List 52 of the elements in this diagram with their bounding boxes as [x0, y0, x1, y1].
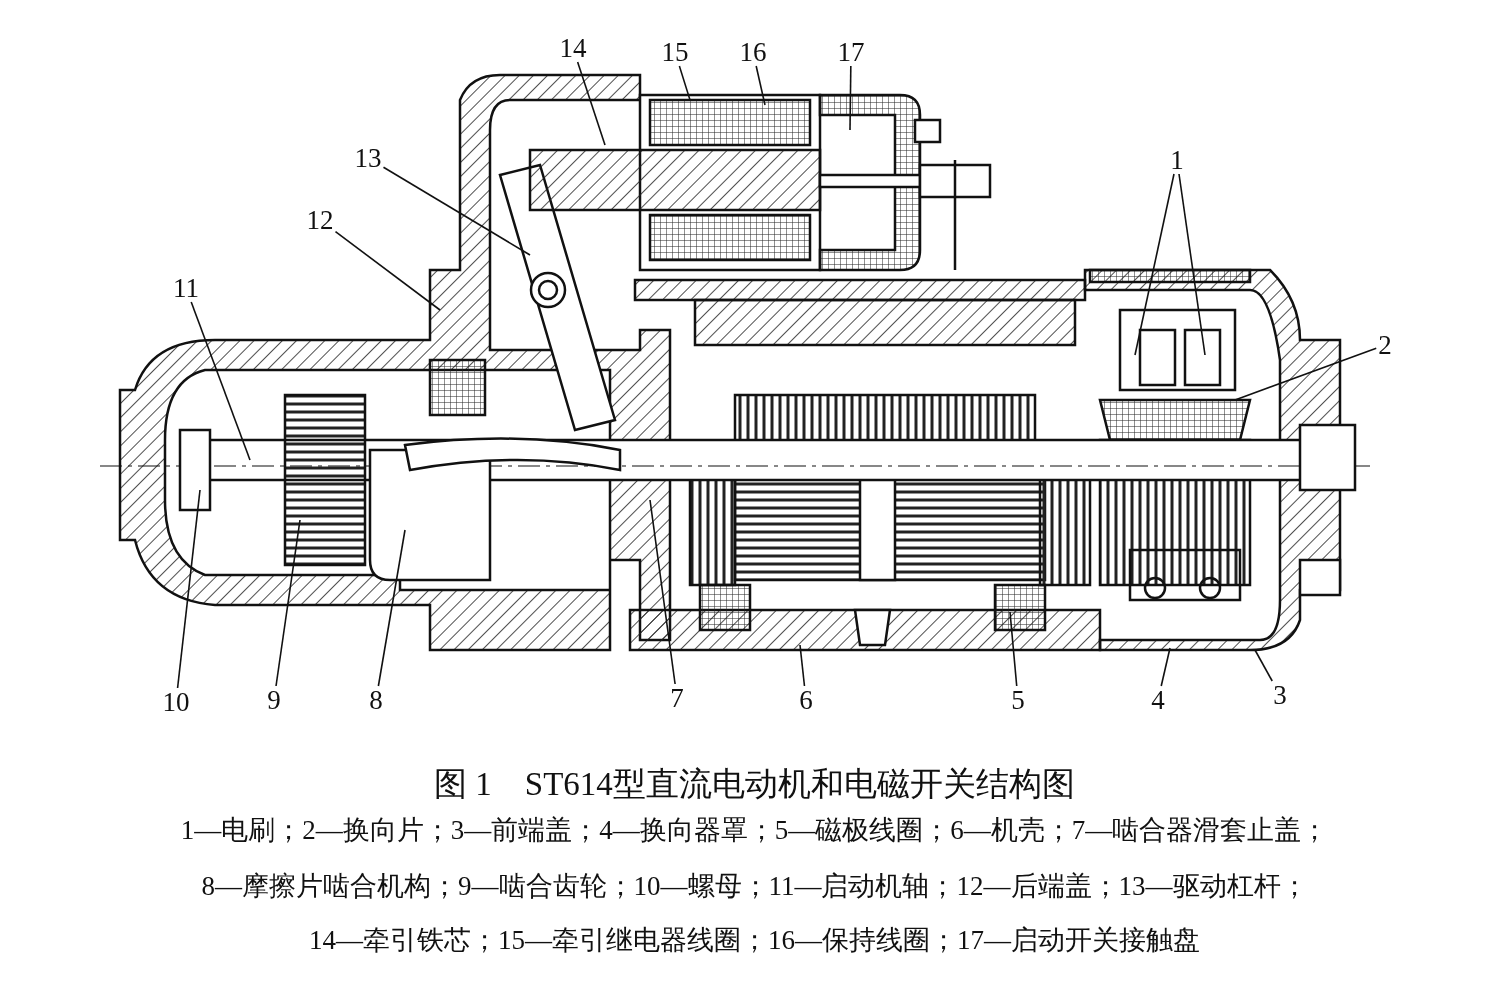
- callout-number: 7: [668, 684, 686, 712]
- part-key-text: 9—啮合齿轮；: [458, 871, 634, 901]
- part-key-text: 2—换向片；: [302, 815, 451, 845]
- leader-line: [190, 301, 251, 461]
- part-key-text: 6—机壳；: [950, 815, 1072, 845]
- part-key-text: 1—电刷；: [180, 815, 303, 845]
- part-key-text: 17—启动开关接触盘: [957, 925, 1200, 955]
- leader-line: [1178, 173, 1206, 356]
- callout-number: 12: [304, 206, 336, 234]
- leader-line: [1234, 347, 1378, 401]
- leader-line: [1254, 649, 1273, 682]
- leader-line: [176, 489, 201, 689]
- callout-number: 15: [659, 38, 691, 66]
- leader-line: [849, 65, 852, 131]
- part-key-text: 3—前端盖；: [450, 815, 600, 845]
- part-key-text: 11—启动机轴；: [768, 871, 957, 901]
- callout-number: 3: [1271, 681, 1289, 709]
- leader-line: [334, 230, 441, 311]
- leader-line: [382, 166, 531, 256]
- callout-number: 16: [737, 38, 769, 66]
- callout-number: 14: [557, 34, 589, 62]
- callout-number: 6: [797, 686, 815, 714]
- callout-number: 17: [835, 38, 867, 66]
- leader-line: [1134, 173, 1175, 356]
- callout-number: 13: [352, 144, 384, 172]
- part-key-text: 7—啮合器滑套止盖；: [1071, 815, 1329, 845]
- part-key-text: 4—换向器罩；: [599, 815, 775, 845]
- leader-line: [649, 499, 676, 685]
- part-key-text: 5—磁极线圈；: [774, 815, 951, 845]
- callout-number: 4: [1149, 686, 1167, 714]
- leader-line: [799, 644, 806, 687]
- callout-number: 11: [171, 274, 201, 302]
- leader-line: [1009, 611, 1018, 687]
- callout-number: 9: [265, 686, 283, 714]
- leader-line: [377, 529, 406, 687]
- leader-line: [275, 519, 301, 687]
- part-key-text: 15—牵引继电器线圈；: [498, 925, 768, 955]
- callout-number: 10: [160, 688, 192, 716]
- callout-number: 2: [1376, 331, 1394, 359]
- part-key-text: 14—牵引铁芯；: [309, 925, 498, 955]
- callout-number: 8: [367, 686, 385, 714]
- leader-line: [678, 65, 691, 101]
- figure-caption: 图 1 ST614型直流电动机和电磁开关结构图: [433, 765, 1076, 804]
- part-key-text: 8—摩擦片啮合机构；: [201, 871, 458, 901]
- leader-line: [1160, 647, 1171, 687]
- leader-line: [755, 65, 766, 106]
- part-key-text: 16—保持线圈；: [768, 925, 957, 955]
- part-key-text: 10—螺母；: [633, 871, 769, 901]
- callout-number: 1: [1168, 146, 1186, 174]
- part-key-text: 12—后端盖；: [956, 871, 1119, 901]
- callout-number: 5: [1009, 686, 1027, 714]
- part-key-text: 13—驱动杠杆；: [1118, 871, 1308, 901]
